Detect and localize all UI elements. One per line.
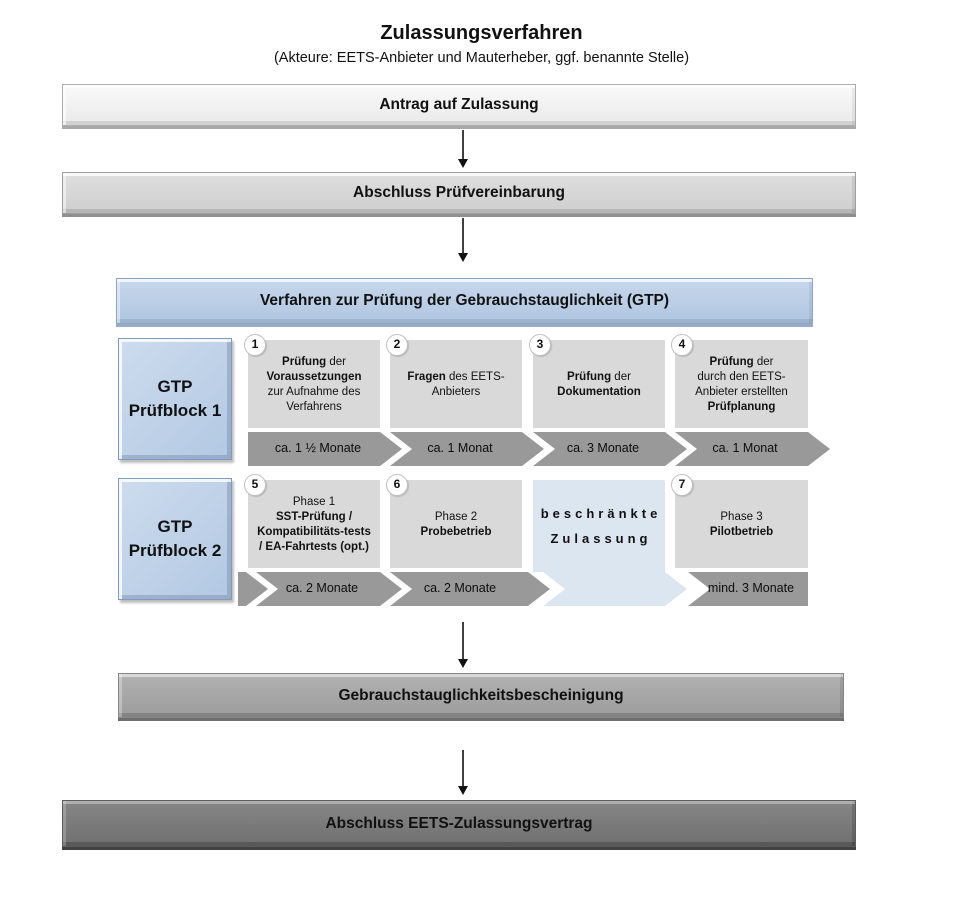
step-number-badge: 1 (244, 334, 266, 356)
step-number-badge: 2 (386, 334, 408, 356)
chevron-segment (390, 432, 544, 466)
page-title: Zulassungsverfahren (380, 22, 583, 44)
flow-arrow-down-icon (458, 750, 468, 795)
duration-label: ca. 2 Monate (285, 581, 359, 595)
block-line: GTP (157, 517, 193, 537)
step-number-badge: 3 (529, 334, 551, 356)
step-number-badge: 4 (671, 334, 693, 356)
chevron-segment (688, 572, 808, 606)
chevron-segment (533, 480, 687, 606)
block-line: Prüfblock 1 (128, 401, 222, 420)
gtp-pruefblock-2: GTP Prüfblock 2 (118, 478, 232, 600)
banner-bescheinigung: Gebrauchstauglichkeitsbescheinigung (118, 673, 844, 718)
chevron-segment (533, 432, 687, 466)
restricted-approval-shape (533, 480, 687, 606)
chevron-segment (238, 572, 268, 606)
block-line: GTP (157, 377, 193, 397)
duration-label: ca. 1 Monat (427, 441, 493, 455)
chevron-segment (256, 572, 402, 606)
step-number-badge: 5 (244, 474, 266, 496)
banner-abschluss-pruefvereinbarung: Abschluss Prüfvereinbarung (62, 172, 856, 214)
banner-gtp-header: Verfahren zur Prüfung der Gebrauchstaugl… (116, 278, 813, 324)
duration-label: ca. 1 Monat (712, 441, 778, 455)
step-number-badge: 6 (386, 474, 408, 496)
step-number-badge: 7 (671, 474, 693, 496)
flow-arrow-down-icon (458, 622, 468, 668)
step-text: Fragen des EETS-Anbieters (407, 371, 505, 398)
restricted-approval-label: beschränkte Zulassung (533, 480, 665, 572)
block-line: Prüfblock 2 (128, 541, 222, 560)
flow-arrow-down-icon (458, 218, 468, 262)
chevron-segment (390, 572, 550, 606)
flow-arrow-down-icon (458, 130, 468, 168)
duration-label: ca. 3 Monate (566, 441, 640, 455)
chevron-segment (675, 432, 830, 466)
step-2-box: 2 Fragen des EETS-Anbieters (386, 334, 522, 428)
banner-antrag-auf-zulassung: Antrag auf Zulassung (62, 84, 856, 126)
banner-zulassungsvertrag: Abschluss EETS-Zulassungsvertrag (62, 800, 856, 847)
chevron-segment (248, 432, 402, 466)
timeline-arrow-band-row1 (248, 432, 830, 466)
restricted-line: Zulassung (550, 531, 652, 546)
page-subtitle: (Akteure: EETS-Anbieter und Mauterheber,… (273, 50, 690, 66)
timeline-arrow-band-row2 (238, 572, 808, 606)
duration-label: ca. 1 ½ Monate (274, 441, 362, 455)
gtp-pruefblock-1: GTP Prüfblock 1 (118, 338, 232, 460)
duration-label: mind. 3 Monate (707, 581, 795, 595)
duration-label: ca. 2 Monate (423, 581, 497, 595)
restricted-line: beschränkte (540, 506, 662, 521)
